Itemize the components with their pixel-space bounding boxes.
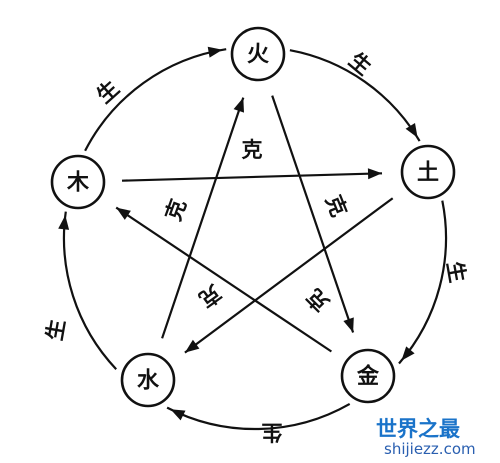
node-earth-circle <box>400 144 456 200</box>
overcome-arrow-fire-metal <box>343 317 354 333</box>
overcome-arrow-earth-water <box>184 339 200 353</box>
node-fire-label: 火 <box>247 43 269 68</box>
node-metal-circle <box>340 348 396 404</box>
node-metal-label: 金 <box>356 364 380 390</box>
overcome-label-water-fire: 克 <box>161 196 191 224</box>
node-fire: 火 <box>230 26 286 82</box>
overcoming-cycle-star <box>115 95 394 354</box>
overcome-label-earth-water: 克 <box>302 284 334 316</box>
generate-arc-earth-metal <box>398 200 448 365</box>
node-earth: 土 <box>400 144 456 200</box>
generate-label-fire-earth: 生 <box>344 48 376 80</box>
overcome-line-metal-wood <box>115 206 333 353</box>
overcome-arrow-metal-wood <box>116 207 131 220</box>
node-water-circle <box>120 352 176 408</box>
generate-arrow-fire-earth <box>405 123 418 138</box>
overcome-line-earth-water <box>184 197 394 354</box>
node-wood-label: 木 <box>66 171 90 196</box>
generate-arrow-water-wood <box>58 215 70 230</box>
generate-arc-wood-fire <box>84 48 227 152</box>
generating-cycle-ring <box>58 46 448 431</box>
overcome-line-water-fire <box>161 97 245 339</box>
node-fire-circle <box>230 26 286 82</box>
generate-arc-fire-earth <box>289 49 421 142</box>
generate-label-metal-water: 生 <box>262 420 283 444</box>
generate-arc-water-wood <box>62 211 117 370</box>
generate-arrow-earth-metal <box>401 346 415 361</box>
overcome-line-fire-metal <box>271 95 355 333</box>
watermark: 世界之最 shijiezz.com <box>376 417 476 458</box>
relation-labels: 生生生生生克克克克克 <box>42 48 469 444</box>
node-water-label: 水 <box>137 369 160 394</box>
generate-label-water-wood: 生 <box>42 318 69 343</box>
generate-label-earth-metal: 生 <box>442 260 469 285</box>
overcome-label-metal-wood: 克 <box>194 280 225 312</box>
generate-arrow-wood-fire <box>207 46 223 58</box>
node-wood: 木 <box>50 154 106 210</box>
node-earth-label: 土 <box>417 161 439 186</box>
node-metal: 金 <box>340 348 396 404</box>
overcome-line-wood-earth <box>121 172 383 182</box>
node-water: 水 <box>120 352 176 408</box>
generate-arc-metal-water <box>166 402 351 431</box>
watermark-brand: 世界之最 <box>376 417 461 441</box>
overcome-arrow-wood-earth <box>367 168 382 180</box>
generate-arrow-metal-water <box>170 409 186 421</box>
watermark-url: shijiezz.com <box>384 440 476 458</box>
overcome-label-wood-earth: 克 <box>242 138 263 162</box>
overcome-label-fire-metal: 克 <box>321 192 351 220</box>
node-wood-circle <box>50 154 106 210</box>
overcome-arrow-water-fire <box>233 97 244 113</box>
element-nodes: 火土金 水 木 <box>50 26 456 408</box>
